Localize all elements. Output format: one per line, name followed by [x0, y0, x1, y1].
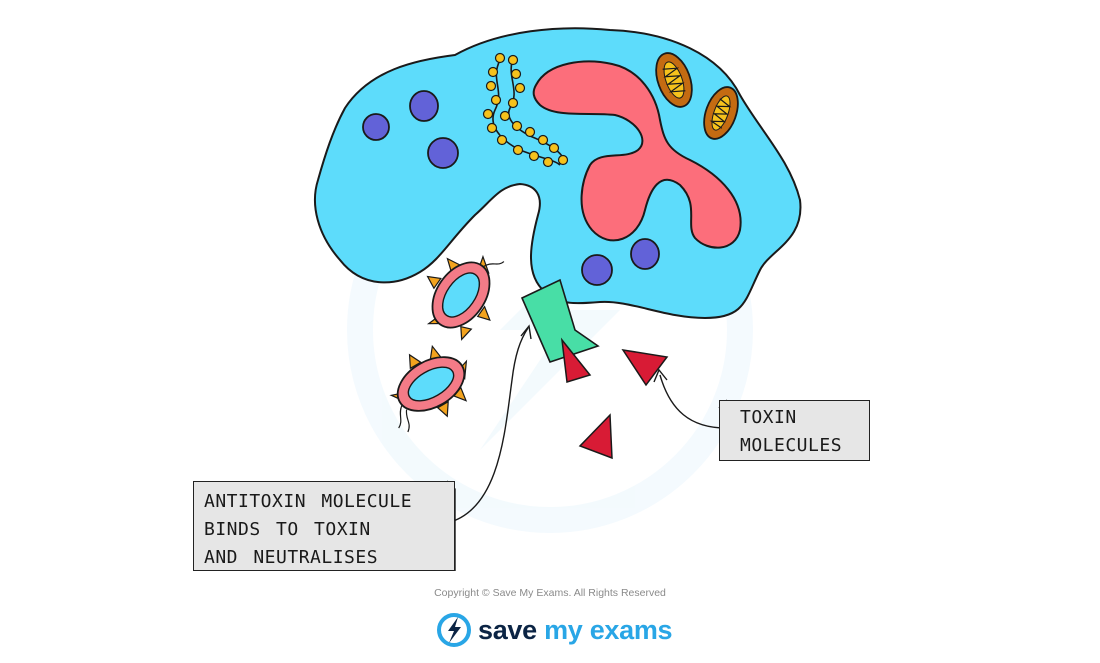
toxin-molecule [621, 348, 669, 387]
antitoxin-label: ANTITOXIN MOLECULE BINDS TO TOXIN AND NE… [193, 481, 455, 571]
antitoxin-label-line-1: ANTITOXIN MOLECULE [204, 491, 413, 512]
granule [630, 238, 660, 270]
brand-name-part-1: save [478, 614, 537, 645]
toxin-arrowhead [653, 368, 668, 383]
granule [581, 254, 613, 286]
toxin-molecules [560, 337, 669, 460]
save-my-exams-logo-icon [437, 613, 471, 647]
mitochondrion [703, 86, 739, 140]
antitoxin-label-line-2: BINDS TO TOXIN [204, 519, 371, 540]
granule [362, 113, 390, 141]
copyright-text: Copyright © Save My Exams. All Rights Re… [434, 587, 666, 599]
antitoxin-leader-line [446, 327, 529, 524]
granule [427, 137, 459, 169]
toxin-leader-line [659, 374, 727, 429]
brand-name: save my exams [478, 614, 673, 646]
granule [409, 90, 439, 122]
endoplasmic-reticulum [482, 52, 569, 168]
toxin-label-line-2: MOLECULES [740, 435, 843, 456]
toxin-molecule [578, 413, 613, 460]
antitoxin-molecule [520, 278, 600, 363]
mitochondrion [655, 52, 693, 108]
brand-name-part-2: my exams [544, 614, 673, 645]
toxin-label-line-1: TOXIN [740, 407, 797, 428]
nucleus [532, 60, 742, 249]
toxin-label: TOXIN MOLECULES [719, 400, 870, 461]
bacterium [389, 344, 468, 433]
bacterium [426, 254, 505, 341]
antitoxin-label-line-3: AND NEUTRALISES [204, 547, 379, 568]
granules [362, 90, 660, 286]
toxin-molecule [560, 337, 592, 383]
brand-logo: save my exams [436, 610, 673, 650]
antitoxin-arrowhead [520, 324, 532, 340]
mitochondria [655, 52, 739, 140]
